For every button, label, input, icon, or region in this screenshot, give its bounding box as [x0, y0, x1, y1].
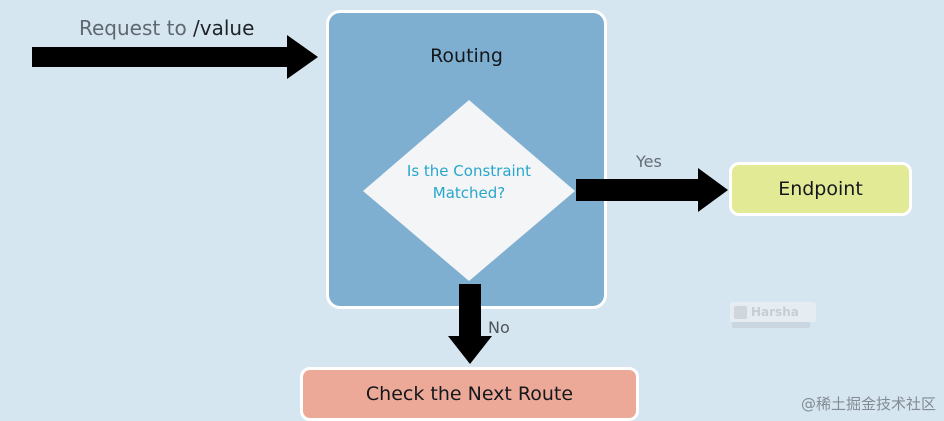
watermark-subtext	[732, 322, 810, 328]
no-label: No	[488, 318, 510, 337]
decision-question: Is the Constraint Matched?	[406, 162, 532, 202]
routing-title: Routing	[430, 45, 503, 67]
yes-arrow	[576, 168, 728, 212]
no-arrow	[448, 284, 492, 364]
watermark-badge: Harsha	[730, 302, 816, 322]
request-arrow	[32, 35, 318, 79]
request-label-path: /value	[193, 16, 255, 40]
decision-diamond	[363, 100, 575, 281]
endpoint-node: Endpoint	[729, 162, 912, 216]
watermark-name: Harsha	[751, 305, 799, 319]
yes-label: Yes	[636, 152, 662, 171]
request-label-prefix: Request to	[79, 16, 194, 40]
next-route-node: Check the Next Route	[300, 367, 639, 421]
corner-watermark: @稀土掘金技术社区	[800, 395, 936, 413]
endpoint-label: Endpoint	[778, 178, 863, 200]
next-route-label: Check the Next Route	[365, 383, 574, 405]
request-label: Request to /value	[79, 16, 254, 40]
watermark-logo-icon	[734, 305, 747, 319]
